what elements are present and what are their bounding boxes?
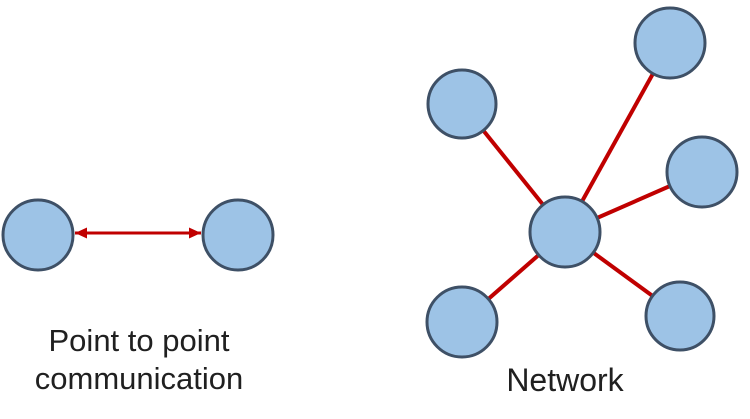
point-to-point-node [201, 198, 275, 272]
network-label: Network [506, 362, 624, 398]
network-group [425, 6, 739, 359]
point-to-point-label: Point to point communication [34, 323, 244, 396]
network-node [665, 135, 739, 209]
network-node [644, 280, 716, 352]
point-to-point-node [1, 198, 75, 272]
network-node [528, 195, 602, 269]
point-to-point-group [1, 198, 275, 272]
network-node [426, 68, 498, 140]
network-node [633, 6, 707, 80]
network-node [425, 285, 499, 359]
